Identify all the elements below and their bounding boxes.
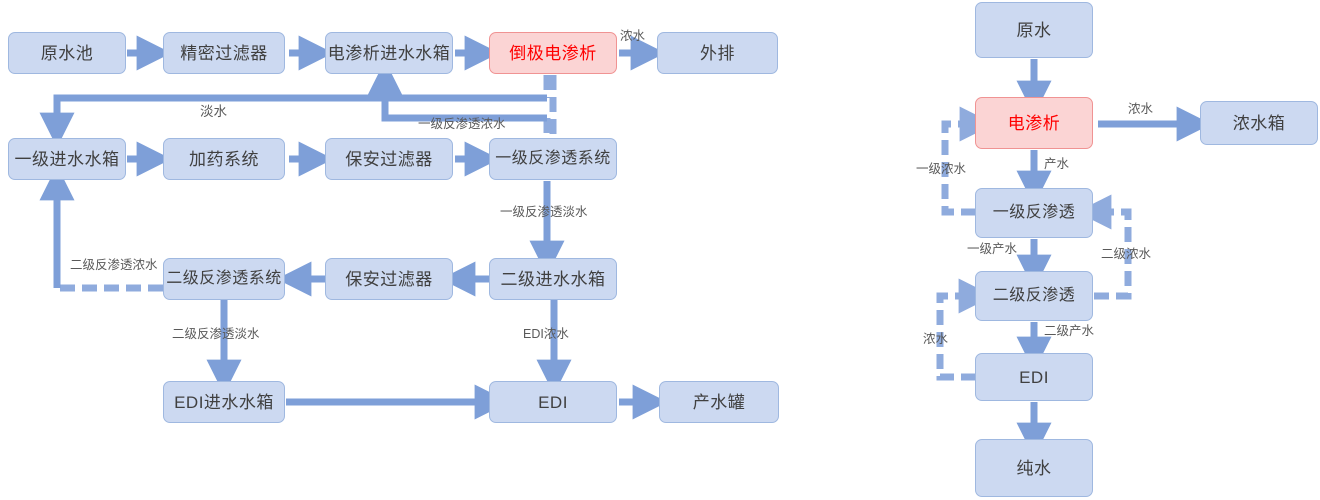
label-nongshui-discharge: 浓水 bbox=[620, 29, 646, 43]
label-r-primary-product: 一级产水 bbox=[967, 242, 1018, 256]
node-precision-filter[interactable]: 精密过滤器 bbox=[163, 32, 285, 74]
node-edi[interactable]: EDI bbox=[489, 381, 617, 423]
node-r-primary-ro[interactable]: 一级反渗透 bbox=[975, 188, 1093, 238]
node-dosing-system[interactable]: 加药系统 bbox=[163, 138, 285, 180]
label-r-edi-brine: 浓水 bbox=[923, 332, 949, 346]
label-danshui: 淡水 bbox=[200, 104, 227, 119]
node-r-secondary-ro[interactable]: 二级反渗透 bbox=[975, 271, 1093, 321]
node-primary-feed-tank[interactable]: 一级进水水箱 bbox=[8, 138, 126, 180]
node-ed-feed-tank[interactable]: 电渗析进水水箱 bbox=[325, 32, 453, 74]
label-r-primary-brine: 一级浓水 bbox=[916, 162, 967, 176]
node-edr-reversal[interactable]: 倒极电渗析 bbox=[489, 32, 617, 74]
node-secondary-ro-system[interactable]: 二级反渗透系统 bbox=[163, 258, 285, 300]
node-r-pure-water[interactable]: 纯水 bbox=[975, 439, 1093, 497]
node-primary-ro-system[interactable]: 一级反渗透系统 bbox=[489, 138, 617, 180]
label-secondary-ro-brine: 二级反渗透浓水 bbox=[70, 258, 158, 272]
node-edi-feed-tank[interactable]: EDI进水水箱 bbox=[163, 381, 285, 423]
node-product-water-tank[interactable]: 产水罐 bbox=[659, 381, 779, 423]
node-r-raw-water[interactable]: 原水 bbox=[975, 2, 1093, 58]
label-primary-ro-permeate: 一级反渗透淡水 bbox=[500, 205, 588, 219]
label-r-secondary-brine: 二级浓水 bbox=[1101, 247, 1152, 261]
node-security-filter-2[interactable]: 保安过滤器 bbox=[325, 258, 453, 300]
label-r-chanshui: 产水 bbox=[1044, 157, 1070, 171]
label-r-secondary-product: 二级产水 bbox=[1044, 324, 1095, 338]
node-discharge[interactable]: 外排 bbox=[657, 32, 778, 74]
label-edi-brine: EDI浓水 bbox=[523, 327, 569, 341]
arrow-yiji-rо-nongshui bbox=[367, 60, 547, 122]
node-secondary-feed-tank[interactable]: 二级进水水箱 bbox=[489, 258, 617, 300]
label-secondary-ro-permeate: 二级反渗透淡水 bbox=[172, 327, 260, 341]
node-r-ed[interactable]: 电渗析 bbox=[975, 97, 1093, 149]
label-primary-ro-brine: 一级反渗透浓水 bbox=[418, 117, 506, 131]
label-r-nongshui: 浓水 bbox=[1128, 102, 1154, 116]
node-security-filter-1[interactable]: 保安过滤器 bbox=[325, 138, 453, 180]
node-r-brine-tank[interactable]: 浓水箱 bbox=[1200, 101, 1318, 145]
node-r-edi[interactable]: EDI bbox=[975, 353, 1093, 401]
node-raw-water-pool[interactable]: 原水池 bbox=[8, 32, 126, 74]
